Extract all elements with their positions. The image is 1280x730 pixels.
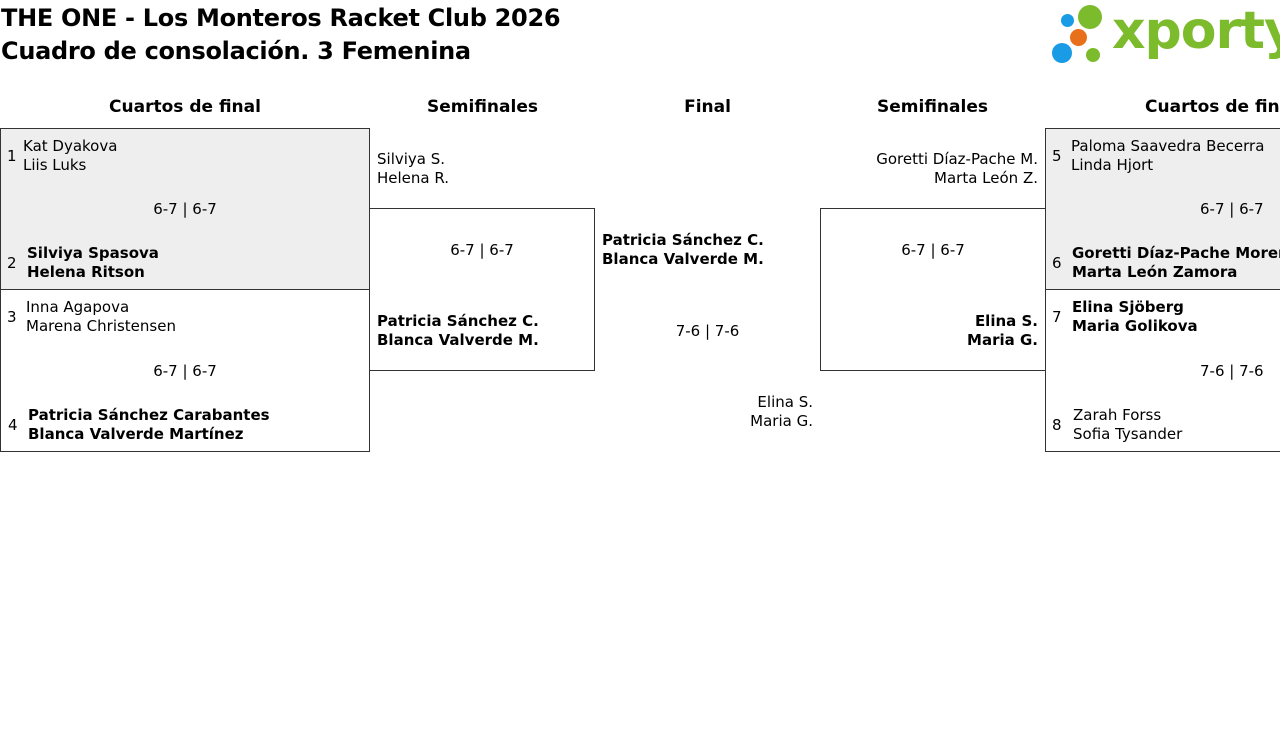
- player-name: Elina S.: [757, 393, 813, 411]
- final-runner-up-names[interactable]: Elina S. Maria G.: [620, 393, 813, 431]
- match-score: 6-7 | 6-7: [153, 200, 217, 218]
- seed-number: 8: [1052, 416, 1062, 434]
- draw-name: Cuadro de consolación. 3 Femenina: [1, 37, 471, 65]
- player-name: Marta León Z.: [934, 169, 1038, 187]
- player-name: Paloma Saavedra Becerra: [1071, 137, 1265, 155]
- match-score: 6-7 | 6-7: [153, 362, 217, 380]
- player-name: Maria G.: [750, 412, 813, 430]
- player-name: Silviya Spasova: [27, 244, 159, 262]
- team-names[interactable]: Paloma Saavedra Becerra Linda Hjort: [1071, 137, 1264, 175]
- player-name: Helena R.: [377, 169, 450, 187]
- team-names[interactable]: Goretti Díaz-Pache M. Marta León Z.: [820, 150, 1038, 188]
- logo-dot-blue: [1061, 14, 1074, 27]
- player-name: Kat Dyakova: [23, 137, 118, 155]
- team-names[interactable]: Kat Dyakova Liis Luks: [23, 137, 117, 175]
- match-score: 7-6 | 7-6: [1200, 362, 1264, 380]
- logo-dot-blue-large: [1052, 43, 1072, 63]
- logo-dot-green-small: [1086, 48, 1100, 62]
- xporty-logo[interactable]: xporty: [1050, 1, 1280, 67]
- tournament-name: THE ONE - Los Monteros Racket Club 2026: [1, 4, 561, 32]
- header-right-quarterfinals: Cuartos de final: [1145, 97, 1280, 117]
- player-name: Sofia Tysander: [1073, 425, 1183, 443]
- final-score: 7-6 | 7-6: [675, 322, 740, 340]
- player-name: Blanca Valverde Martínez: [28, 425, 244, 443]
- team-names-winner[interactable]: Patricia Sánchez C. Blanca Valverde M.: [377, 312, 539, 350]
- final-winner-names[interactable]: Patricia Sánchez C. Blanca Valverde M.: [602, 231, 764, 269]
- header-final: Final: [684, 97, 731, 117]
- player-name: Inna Agapova: [26, 298, 130, 316]
- player-name: Elina Sjöberg: [1072, 298, 1184, 316]
- player-name: Maria Golikova: [1072, 317, 1198, 335]
- player-name: Marta León Zamora: [1072, 263, 1238, 281]
- player-name: Zarah Forss: [1073, 406, 1162, 424]
- page-title: THE ONE - Los Monteros Racket Club 2026 …: [1, 2, 561, 68]
- player-name: Silviya S.: [377, 150, 446, 168]
- player-name: Liis Luks: [23, 156, 87, 174]
- match-left-qf1[interactable]: 1 Kat Dyakova Liis Luks 6-7 | 6-7 2 Silv…: [0, 128, 370, 290]
- team-names-winner[interactable]: Goretti Díaz-Pache Moreno Marta León Zam…: [1072, 244, 1280, 282]
- player-name: Goretti Díaz-Pache Moreno: [1072, 244, 1280, 262]
- seed-number: 7: [1052, 308, 1062, 326]
- header-left-quarterfinals: Cuartos de final: [109, 97, 261, 117]
- header-left-semifinals: Semifinales: [427, 97, 538, 117]
- match-right-qf2[interactable]: 7 Elina Sjöberg Maria Golikova 7-6 | 7-6…: [1045, 289, 1280, 452]
- team-names-winner[interactable]: Elina Sjöberg Maria Golikova: [1072, 298, 1198, 336]
- seed-number: 4: [8, 416, 18, 434]
- logo-dot-green: [1078, 5, 1102, 29]
- match-score: 6-7 | 6-7: [1200, 200, 1264, 218]
- player-name: Patricia Sánchez Carabantes: [28, 406, 270, 424]
- match-score: 6-7 | 6-7: [450, 241, 514, 259]
- match-left-sf[interactable]: 6-7 | 6-7 Patricia Sánchez C. Blanca Val…: [369, 208, 595, 371]
- player-name: Goretti Díaz-Pache M.: [876, 150, 1038, 168]
- seed-number: 5: [1052, 147, 1062, 165]
- team-names-winner[interactable]: Patricia Sánchez Carabantes Blanca Valve…: [28, 406, 270, 444]
- seed-number: 2: [7, 254, 17, 272]
- seed-number: 1: [7, 147, 17, 165]
- team-names[interactable]: Inna Agapova Marena Christensen: [26, 298, 176, 336]
- team-names-winner[interactable]: Silviya Spasova Helena Ritson: [27, 244, 159, 282]
- team-names[interactable]: Zarah Forss Sofia Tysander: [1073, 406, 1182, 444]
- player-name: Blanca Valverde M.: [602, 250, 764, 268]
- match-right-qf1[interactable]: 5 Paloma Saavedra Becerra Linda Hjort 6-…: [1045, 128, 1280, 290]
- team-names-winner[interactable]: Elina S. Maria G.: [821, 312, 1038, 350]
- team-names[interactable]: Silviya S. Helena R.: [377, 150, 449, 188]
- player-name: Patricia Sánchez C.: [377, 312, 539, 330]
- logo-dot-orange: [1070, 29, 1087, 46]
- header-right-semifinals: Semifinales: [877, 97, 988, 117]
- player-name: Elina S.: [974, 312, 1038, 330]
- player-name: Marena Christensen: [26, 317, 176, 335]
- seed-number: 3: [7, 308, 17, 326]
- match-score: 6-7 | 6-7: [901, 241, 965, 259]
- seed-number: 6: [1052, 254, 1062, 272]
- match-left-qf2[interactable]: 3 Inna Agapova Marena Christensen 6-7 | …: [0, 289, 370, 452]
- player-name: Blanca Valverde M.: [377, 331, 539, 349]
- player-name: Linda Hjort: [1071, 156, 1154, 174]
- player-name: Helena Ritson: [27, 263, 145, 281]
- match-right-sf[interactable]: 6-7 | 6-7 Elina S. Maria G.: [820, 208, 1046, 371]
- player-name: Maria G.: [967, 331, 1038, 349]
- logo-text: xporty: [1112, 1, 1280, 61]
- player-name: Patricia Sánchez C.: [602, 231, 764, 249]
